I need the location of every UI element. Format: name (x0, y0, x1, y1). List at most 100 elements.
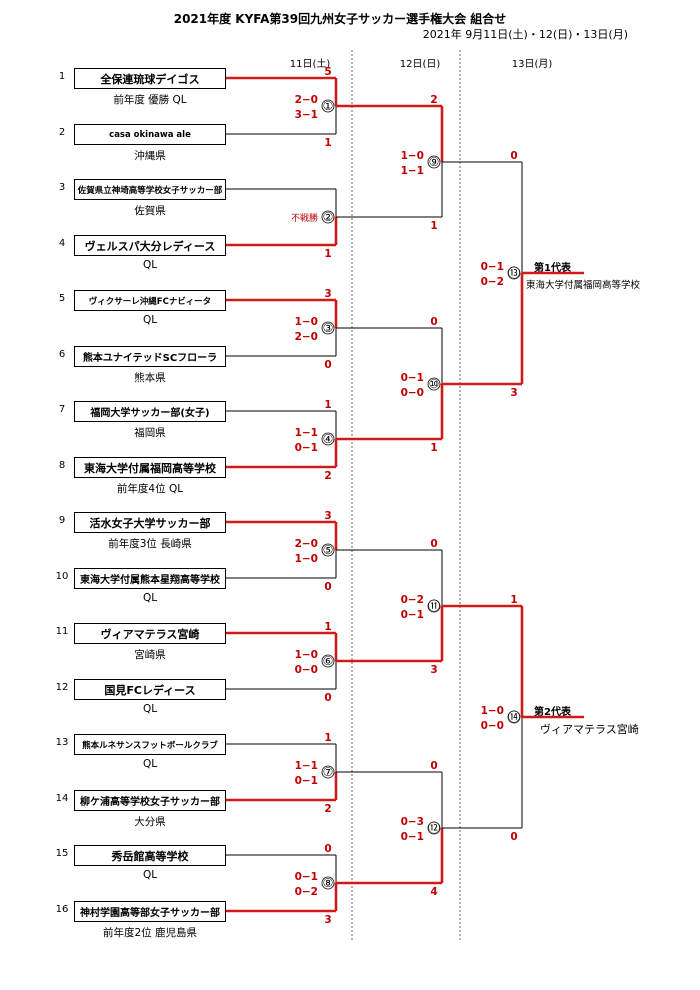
half-score-2: 0−2 (481, 276, 504, 288)
day-header-3: 13日(月) (511, 59, 553, 70)
match-circle (321, 876, 335, 890)
match-number: ② (323, 210, 334, 224)
half-score-1: 1−1 (295, 427, 318, 439)
half-score-2: 0−0 (295, 664, 318, 676)
team-info: 沖縄県 (134, 150, 166, 162)
team-name: 熊本ルネサンスフットボールクラブ (74, 734, 226, 755)
match-number: ⑩ (429, 377, 440, 391)
seed-number: 2 (58, 127, 66, 138)
score-top: 0 (430, 316, 437, 328)
match-circle (507, 710, 521, 724)
score-top: 5 (324, 66, 331, 78)
match-number: ④ (323, 432, 334, 446)
match-number: ⑤ (323, 543, 334, 557)
half-score-1: 0−1 (481, 261, 504, 273)
match-number: ⑦ (323, 765, 334, 779)
seed-number: 5 (58, 293, 66, 304)
score-top: 0 (510, 150, 517, 162)
score-top: 0 (324, 843, 331, 855)
score-bottom: 0 (324, 359, 331, 371)
team-info: QL (142, 259, 158, 271)
match-circle (321, 432, 335, 446)
half-score-2: 0−1 (295, 442, 318, 454)
match-circle (427, 377, 441, 391)
half-score-2: 0−2 (295, 886, 318, 898)
half-score-2: 0−0 (481, 720, 504, 732)
match-circle (321, 321, 335, 335)
seed-number: 15 (55, 848, 69, 859)
team-info: QL (142, 703, 158, 715)
seed-number: 11 (55, 626, 69, 637)
seed-number: 16 (55, 904, 69, 915)
match-number: ⑨ (429, 155, 440, 169)
seed-number: 4 (58, 238, 66, 249)
seed-number: 12 (55, 682, 69, 693)
team-info: 前年度2位 鹿児島県 (102, 927, 198, 939)
half-score-2: 0−1 (401, 609, 424, 621)
match-circle (321, 543, 335, 557)
team-name: 全保連琉球デイゴス (74, 68, 226, 89)
seed-number: 7 (58, 404, 66, 415)
team-name: 秀岳館高等学校 (74, 845, 226, 866)
score-top: 1 (510, 594, 517, 606)
half-score-1: 1−0 (295, 649, 318, 661)
match-circle (321, 210, 335, 224)
match-circle (507, 266, 521, 280)
team-info: 佐賀県 (134, 205, 166, 217)
score-bottom: 0 (510, 831, 517, 843)
half-score-2: 3−1 (295, 109, 318, 121)
team-name: 福岡大学サッカー部(女子) (74, 401, 226, 422)
half-score-1: 1−0 (481, 705, 504, 717)
tournament-dates: 2021年 9月11日(土)・12(日)・13日(月) (422, 28, 628, 41)
score-bottom: 3 (430, 664, 437, 676)
half-score-1: 0−1 (295, 871, 318, 883)
team-info: 福岡県 (134, 427, 166, 439)
match-circle (427, 821, 441, 835)
walkover-note: 不戦勝 (291, 212, 318, 224)
score-bottom: 2 (324, 803, 331, 815)
score-bottom: 1 (430, 220, 437, 232)
score-top: 2 (430, 94, 437, 106)
team-name: ヴィクサーレ沖縄FCナビィータ (74, 290, 226, 311)
score-top: 0 (430, 760, 437, 772)
team-info: QL (142, 314, 158, 326)
team-name: 佐賀県立神埼高等学校女子サッカー部 (74, 179, 226, 200)
match-circle (321, 99, 335, 113)
seed-number: 13 (55, 737, 69, 748)
team-name: 東海大学付属熊本星翔高等学校 (74, 568, 226, 589)
half-score-2: 0−1 (295, 775, 318, 787)
seed-number: 3 (58, 182, 66, 193)
page-title: 2021年度 KYFA第39回九州女子サッカー選手権大会 組合せ (173, 12, 507, 26)
team-name: 東海大学付属福岡高等学校 (74, 457, 226, 478)
score-bottom: 3 (510, 387, 517, 399)
half-score-2: 2−0 (295, 331, 318, 343)
match-number: ⑪ (428, 599, 440, 613)
score-bottom: 0 (324, 692, 331, 704)
team-name: 国見FCレディース (74, 679, 226, 700)
team-info: 前年度 優勝 QL (113, 94, 187, 106)
match-circle (427, 155, 441, 169)
score-top: 3 (324, 288, 331, 300)
half-score-1: 0−3 (401, 816, 424, 828)
team-info: 宮崎県 (134, 649, 166, 661)
score-bottom: 4 (430, 886, 437, 898)
half-score-1: 1−1 (295, 760, 318, 772)
match-number: ③ (323, 321, 334, 335)
team-name: ヴィアマテラス宮崎 (74, 623, 226, 644)
half-score-2: 1−0 (295, 553, 318, 565)
seed-number: 9 (58, 515, 66, 526)
day-header-1: 11日(土) (289, 59, 331, 70)
match-number: ⑬ (508, 266, 520, 280)
score-bottom: 3 (324, 914, 331, 926)
match-circle (427, 599, 441, 613)
team-info: 熊本県 (134, 372, 166, 384)
representative-team: ヴィアマテラス宮崎 (540, 723, 639, 736)
team-name: casa okinawa ale (74, 124, 226, 145)
match-circle (321, 654, 335, 668)
team-name: 神村学園高等部女子サッカー部 (74, 901, 226, 922)
seed-number: 10 (55, 571, 69, 582)
score-bottom: 0 (324, 581, 331, 593)
score-bottom: 1 (324, 137, 331, 149)
seed-number: 8 (58, 460, 66, 471)
